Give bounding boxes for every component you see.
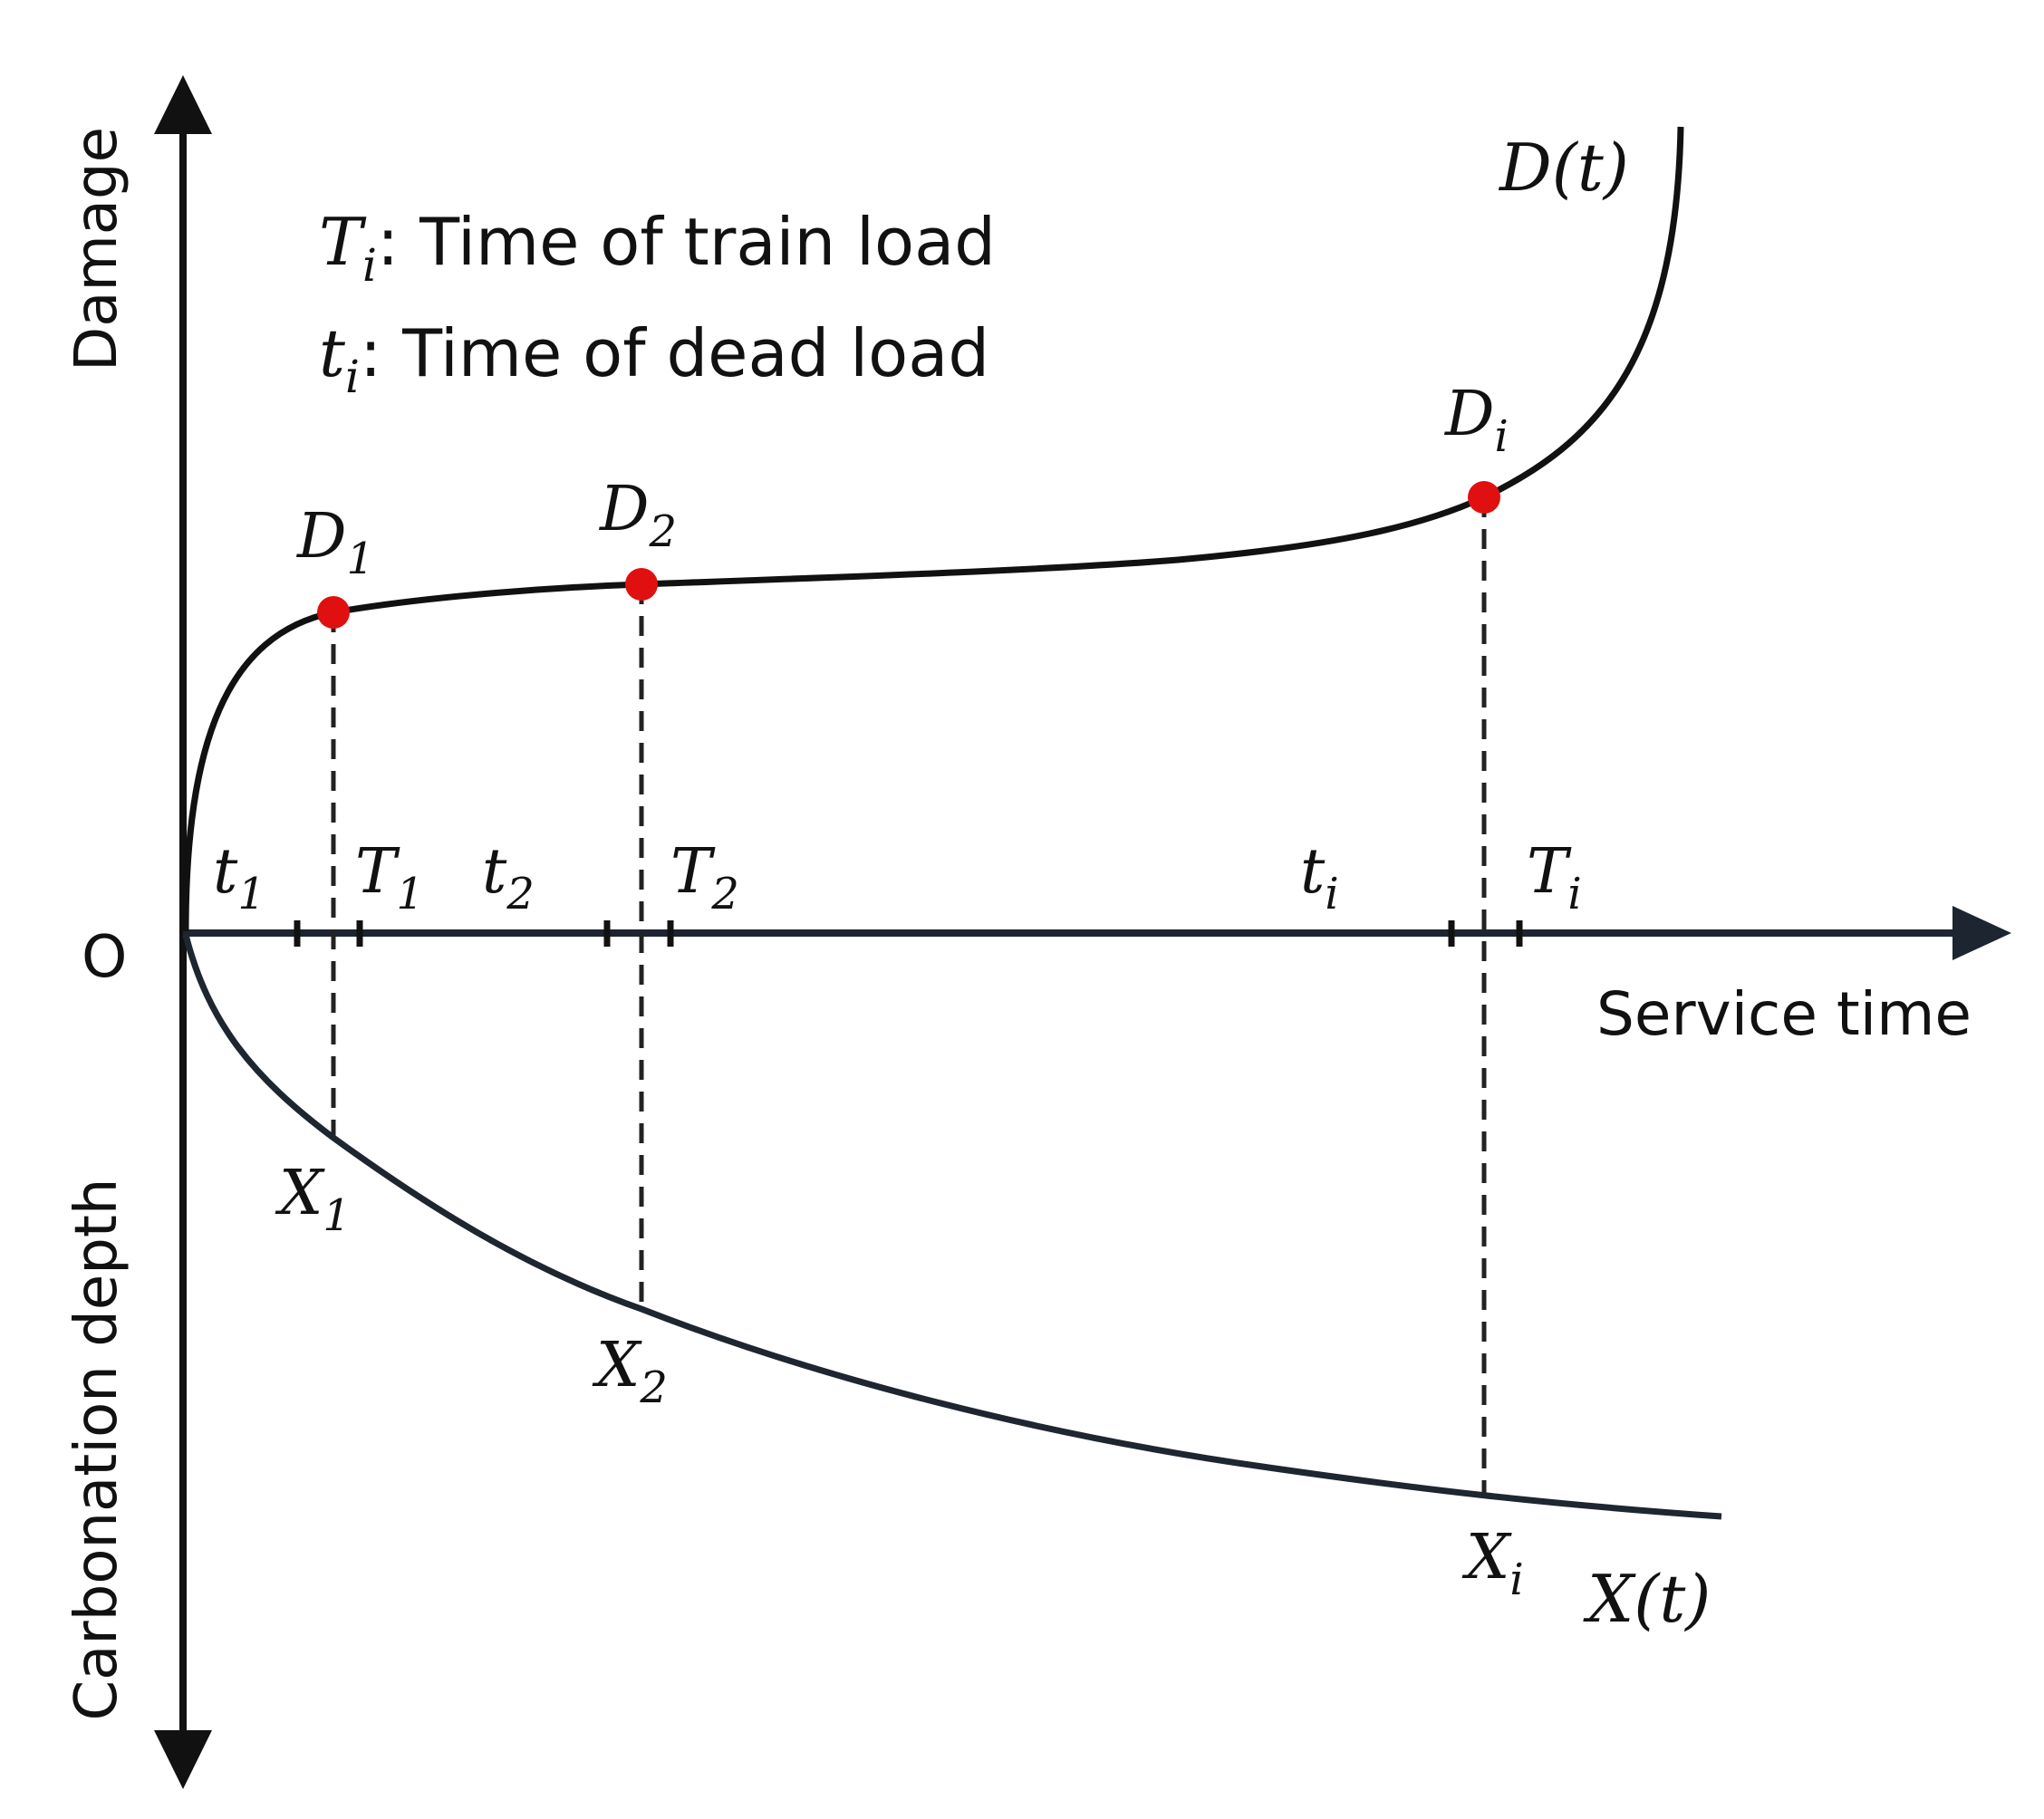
damage-axis-arrowhead: [154, 75, 212, 134]
depth-point-2-label: X2: [592, 1330, 668, 1413]
service-time-arrowhead: [1952, 906, 2011, 960]
legend: Ti: Time of train load ti: Time of dead …: [319, 204, 996, 403]
depth-point-1-label: X1: [275, 1158, 351, 1241]
time-label-T2: T2: [670, 836, 739, 919]
legend-train-load: Ti: Time of train load: [319, 204, 996, 292]
time-label-Ti: Ti: [1527, 836, 1582, 919]
damage-axis-label: Damage: [63, 127, 130, 371]
time-label-T1: T1: [355, 836, 424, 919]
damage-curve-label: D(t): [1498, 130, 1629, 206]
carbonation-curve: [182, 934, 1722, 1520]
carbonation-axis-label: Carbonation depth: [63, 1179, 130, 1721]
origin-label: O: [82, 924, 127, 991]
damage-curve: [182, 126, 1684, 932]
service-time-label: Service time: [1596, 979, 1972, 1049]
damage-point-2: [625, 568, 658, 601]
time-label-t1: t1: [213, 836, 265, 919]
damage-point-i: [1468, 481, 1500, 514]
damage-point-i-label: Di: [1443, 379, 1509, 462]
depth-point-i-label: Xi: [1461, 1522, 1524, 1605]
damage-point-2-label: D2: [598, 474, 677, 557]
depth-axis-arrowhead: [154, 1730, 212, 1789]
time-label-t2: t2: [482, 836, 535, 919]
projection-lines: [331, 497, 1487, 1497]
time-ticks: [294, 920, 1523, 947]
carbonation-curve-label: X(t): [1583, 1561, 1711, 1637]
time-label-ti: ti: [1300, 836, 1339, 919]
damage-point-1-label: D1: [295, 501, 374, 584]
legend-dead-load: ti: Time of dead load: [319, 315, 989, 403]
damage-point-1: [317, 596, 350, 629]
